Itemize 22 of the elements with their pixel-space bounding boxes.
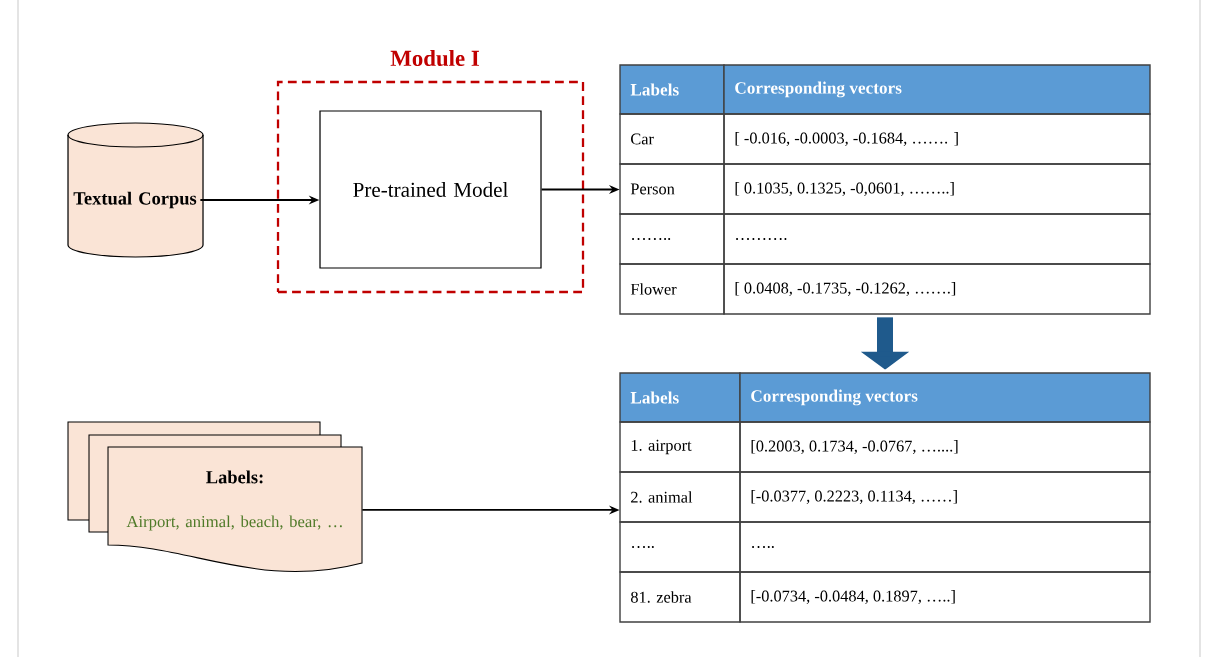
table-cell: 2. animal [619, 471, 741, 523]
header-cell: Labels [619, 64, 725, 115]
table-cell: ….. [739, 521, 1151, 573]
node-label: Module I [390, 49, 479, 67]
table-cell: [ -0.016, -0.0003, -0.1684, ……. ] [723, 113, 1151, 165]
database-cylinder: Textual Corpus [67, 122, 204, 258]
table-cell: [-0.0734, -0.0484, 0.1897, …..] [739, 571, 1151, 623]
document-stack: Labels: Airport, animal, beach, bear, … [67, 421, 363, 573]
table-cell: [ 0.1035, 0.1325, -0,0601, ……..] [723, 163, 1151, 215]
table-cell: ………. [723, 213, 1151, 265]
table-cell: …….. [619, 213, 725, 265]
header-cell: Labels [619, 372, 741, 423]
table-cell: 1. airport [619, 421, 741, 473]
table-cell: 81. zebra [619, 571, 741, 623]
process-box: Pre-trained Model [319, 110, 542, 269]
table-cell: ….. [619, 521, 741, 573]
table-cell: [0.2003, 0.1734, -0.0767, …....] [739, 421, 1151, 473]
table-cell: [ 0.0408, -0.1735, -0.1262, …….] [723, 263, 1151, 315]
table-cell: Car [619, 113, 725, 165]
table-cell: Flower [619, 263, 725, 315]
table-cell: [-0.0377, 0.2223, 0.1134, ……] [739, 471, 1151, 523]
table-cell: Person [619, 163, 725, 215]
